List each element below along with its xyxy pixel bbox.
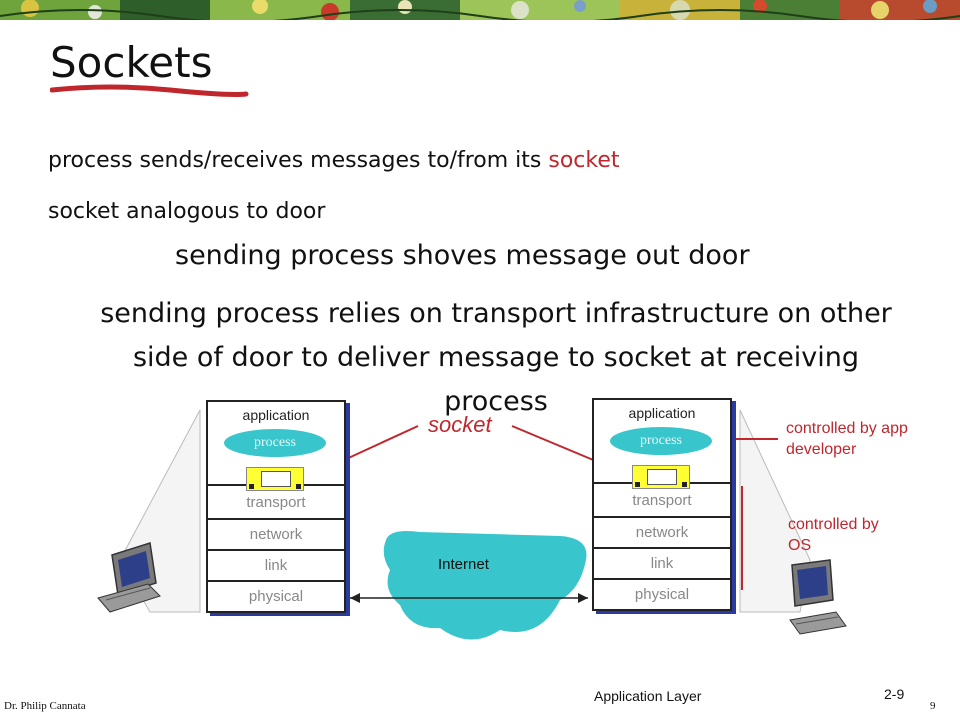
footer-page-number: 9: [930, 700, 936, 712]
footer-slide-number: 2-9: [884, 686, 905, 702]
left-link-layer: link: [208, 551, 344, 582]
annotation-app-developer: controlled by app developer: [786, 420, 908, 458]
bullet-1-highlight: socket: [548, 148, 620, 173]
header-banner: [0, 0, 960, 20]
left-network-layer: network: [208, 520, 344, 551]
left-computer-icon: [97, 542, 161, 613]
right-link-layer: link: [594, 549, 730, 580]
right-application-label: application: [628, 405, 696, 421]
right-socket-icon: [632, 465, 690, 489]
sub-bullet-1: sending process shoves message out door: [175, 240, 750, 271]
footer-author: Dr. Philip Cannata: [4, 700, 86, 712]
footer-section: Application Layer: [594, 688, 702, 704]
right-transport-layer: transport: [594, 484, 730, 518]
annotation-os: controlled by OS: [788, 516, 879, 554]
bullet-1: process sends/receives messages to/from …: [48, 148, 620, 173]
bullet-2: socket analogous to door: [48, 199, 325, 224]
right-protocol-stack: application process transport network li…: [592, 398, 732, 611]
right-network-layer: network: [594, 518, 730, 549]
bullet-1-text: process sends/receives messages to/from …: [48, 148, 549, 173]
left-application-label: application: [242, 407, 310, 423]
left-application-layer: application process: [208, 402, 344, 491]
left-transport-layer: transport: [208, 486, 344, 520]
title-underline: [50, 84, 249, 97]
right-physical-layer: physical: [634, 586, 690, 603]
right-process: process: [610, 427, 712, 455]
left-protocol-stack: application process transport network li…: [206, 400, 346, 613]
sub-bullet-2: sending process relies on transport infr…: [100, 298, 892, 417]
bullet-2-text: socket analogous to door: [48, 199, 326, 224]
right-application-layer: application process: [594, 400, 730, 489]
socket-label: socket: [428, 412, 492, 437]
slide-title: Sockets: [50, 38, 213, 87]
internet-label: Internet: [438, 556, 489, 573]
right-computer-icon: [789, 559, 847, 635]
left-physical-layer: physical: [248, 588, 304, 605]
left-process: process: [224, 429, 326, 457]
internet-cloud: [383, 531, 587, 640]
left-socket-icon: [246, 467, 304, 491]
